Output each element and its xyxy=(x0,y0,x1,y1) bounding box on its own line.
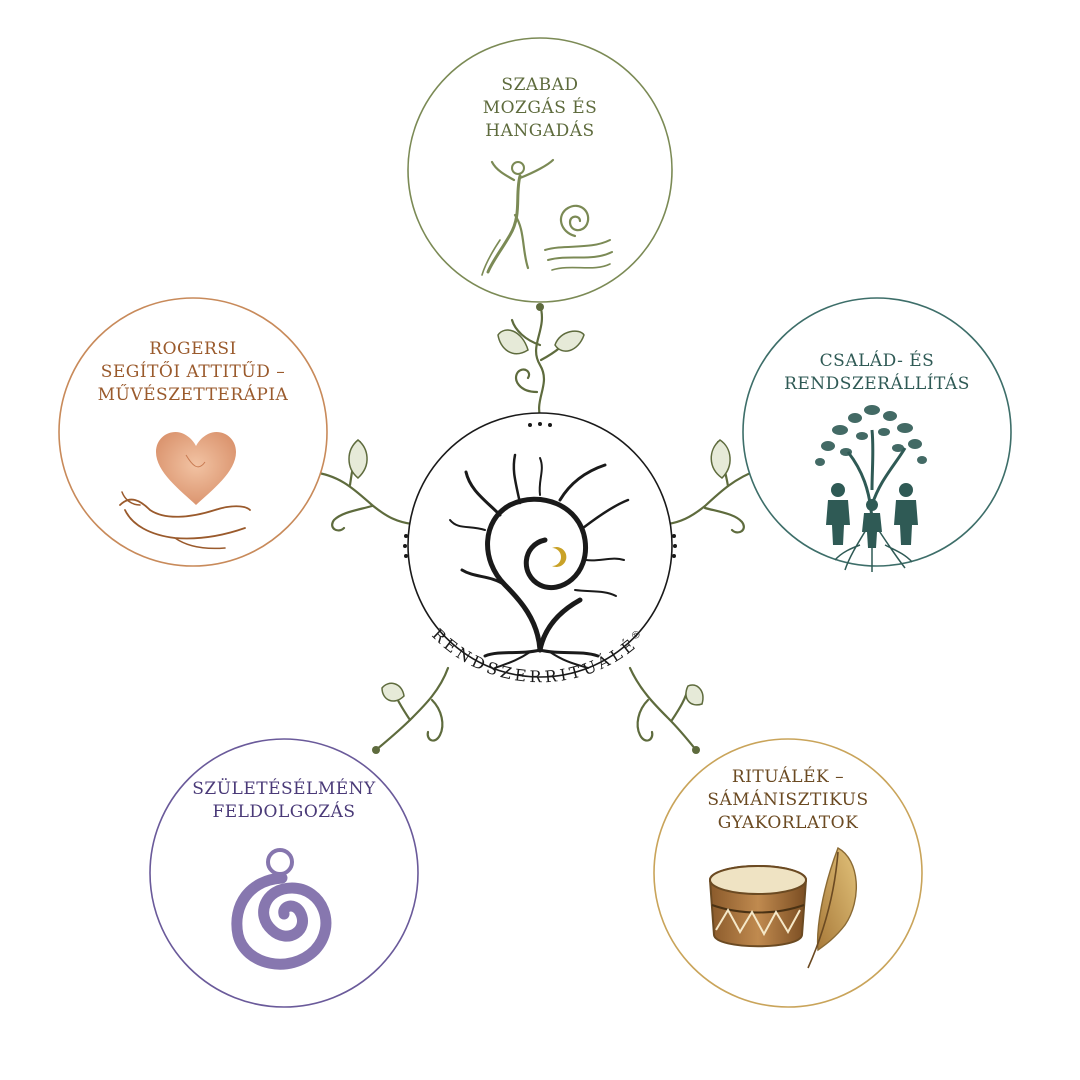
vine-bottom-right xyxy=(628,666,704,754)
spiral-figure-icon xyxy=(231,848,332,970)
node-title-line: SZÜLETÉSÉLMÉNY xyxy=(192,779,376,799)
node-title-line: RENDSZERÁLLÍTÁS xyxy=(784,374,970,394)
node-title-right: CSALÁD- ÉS RENDSZERÁLLÍTÁS xyxy=(767,350,987,396)
moon-icon xyxy=(552,547,567,567)
node-title-bottom-right: RITUÁLÉK – SÁMÁNISZTIKUS GYAKORLATOK xyxy=(678,766,898,835)
node-title-line: SZABAD xyxy=(501,75,579,95)
node-title-bottom-left: SZÜLETÉSÉLMÉNY FELDOLGOZÁS xyxy=(174,778,394,824)
node-title-line: ROGERSI xyxy=(149,339,237,359)
hand-holding-heart-icon xyxy=(119,432,251,550)
family-tree-icon xyxy=(815,405,927,572)
node-title-line: CSALÁD- ÉS xyxy=(819,351,935,371)
node-title-line: HANGADÁS xyxy=(485,121,595,141)
tree-icon xyxy=(449,453,630,669)
node-title-line: FELDOLGOZÁS xyxy=(212,802,356,822)
center-logo: RENDSZERRITUÁLÉ® xyxy=(403,412,677,686)
node-title-line: RITUÁLÉK – xyxy=(731,767,845,787)
node-title-line: MŰVÉSZETTERÁPIA xyxy=(97,385,289,405)
node-circle-right xyxy=(742,297,1012,567)
vine-bottom-left xyxy=(372,666,450,754)
node-title-top: SZABAD MOZGÁS ÉS HANGADÁS xyxy=(440,74,640,143)
dancer-and-spiral-icon xyxy=(481,158,613,276)
node-title-line: GYAKORLATOK xyxy=(717,813,859,833)
center-circle xyxy=(407,412,673,678)
vine-top xyxy=(497,303,585,424)
node-title-left: ROGERSI SEGÍTŐI ATTITŰD – MŰVÉSZETTERÁPI… xyxy=(83,338,303,407)
node-title-line: SEGÍTŐI ATTITŰD – xyxy=(100,362,286,382)
node-title-line: MOZGÁS ÉS xyxy=(482,98,598,118)
drum-and-feather-icon xyxy=(709,847,857,969)
vine-connectors xyxy=(308,303,762,754)
node-title-line: SÁMÁNISZTIKUS xyxy=(707,790,869,810)
